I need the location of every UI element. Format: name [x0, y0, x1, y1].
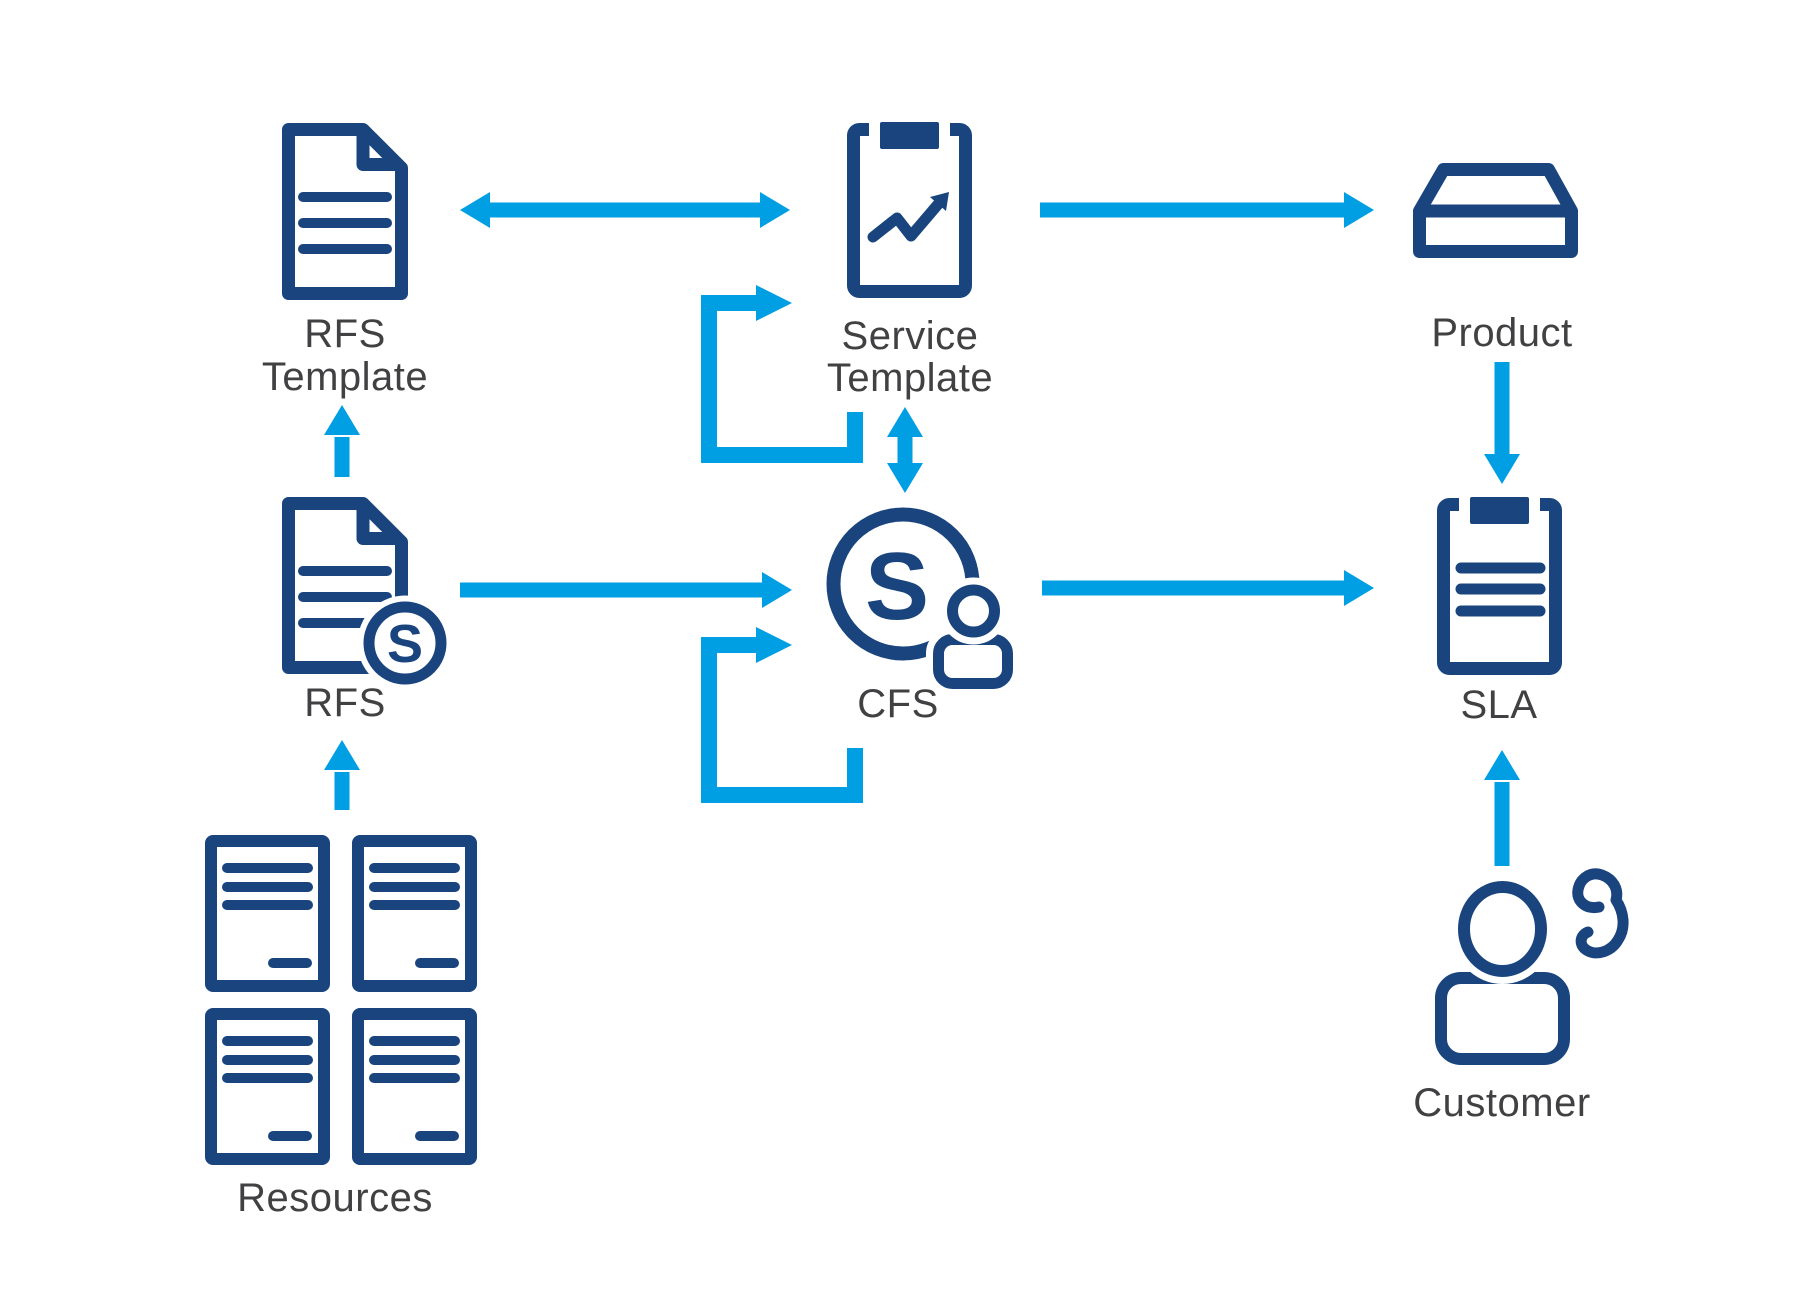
node-service-template: Service Template [827, 119, 993, 400]
service-template-label-line1: Service [842, 314, 979, 358]
arrow-rfs-cfs [460, 572, 792, 608]
document-icon [282, 123, 408, 300]
cfs-badge-letter: S [865, 533, 929, 640]
person-phone-icon [1435, 868, 1629, 1065]
arrow-service-template-cfs-bidirectional [887, 407, 923, 493]
node-rfs-template: RFS Template [262, 123, 428, 399]
document-s-icon: S [282, 497, 453, 691]
service-template-label-line2: Template [827, 356, 993, 400]
arrow-product-sla [1484, 362, 1520, 484]
rfs-template-label-line1: RFS [304, 312, 386, 356]
arrow-cfs-sla [1042, 570, 1374, 606]
rfs-label: RFS [304, 681, 386, 725]
arrow-resources-rfs [324, 740, 360, 810]
arrow-customer-sla [1484, 750, 1520, 866]
node-resources: Resources [205, 835, 477, 1220]
clipboard-lines-icon [1437, 494, 1562, 675]
phone-handset-icon [1572, 868, 1629, 959]
product-label: Product [1431, 311, 1572, 355]
rfs-badge-letter: S [387, 614, 423, 674]
resources-label: Resources [237, 1176, 433, 1220]
clipboard-chart-icon [847, 119, 972, 298]
node-customer: Customer [1413, 868, 1629, 1125]
arrow-service-template-self-loop [701, 285, 863, 463]
rfs-template-label-line2: Template [262, 355, 428, 399]
node-cfs: S CFS [826, 507, 1020, 726]
arrow-rfs-rfs-template [324, 405, 360, 477]
node-sla: SLA [1437, 494, 1562, 727]
box-icon [1413, 163, 1578, 258]
server-racks-icon [205, 835, 477, 1165]
arrow-service-template-product [1040, 192, 1374, 228]
arrow-cfs-self-loop [701, 627, 863, 803]
arrow-rfs-template-service-template [460, 192, 790, 228]
customer-label: Customer [1413, 1081, 1590, 1125]
sla-label: SLA [1460, 683, 1537, 727]
node-product: Product [1413, 163, 1578, 355]
node-rfs: S RFS [282, 497, 453, 725]
service-s-user-icon: S [826, 507, 1020, 696]
cfs-label: CFS [857, 682, 939, 726]
